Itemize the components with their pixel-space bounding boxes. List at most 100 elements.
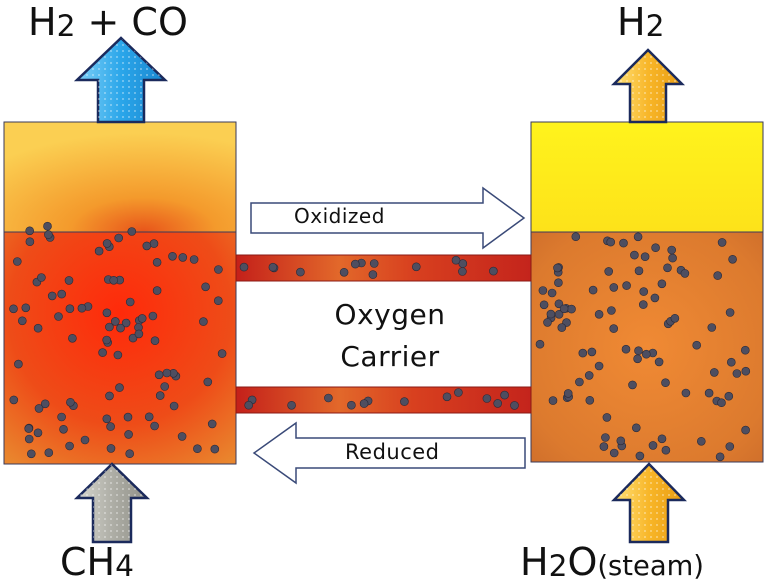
carrier-particle <box>296 267 305 277</box>
carrier-particle <box>25 237 35 246</box>
carrier-particle <box>114 233 123 243</box>
carrier-particle <box>633 232 643 242</box>
carrier-particle <box>203 377 213 387</box>
oxidized-arrow-icon <box>250 186 526 250</box>
carrier-particle <box>26 449 36 459</box>
carrier-particle <box>715 452 725 462</box>
carrier-particle <box>740 345 750 355</box>
carrier-particle <box>668 253 677 263</box>
left-reactor-gas-zone <box>3 121 237 233</box>
carrier-particle <box>543 318 552 327</box>
carrier-particle <box>152 286 162 295</box>
carrier-particle <box>33 428 43 438</box>
carrier-particle <box>44 448 54 458</box>
left-reactor <box>3 121 237 465</box>
carrier-particle <box>640 252 650 262</box>
carrier-particle <box>641 349 651 359</box>
carrier-particle <box>210 444 220 454</box>
carrier-particle <box>616 436 626 446</box>
carrier-particle <box>717 398 726 408</box>
carrier-particle <box>663 263 672 273</box>
carrier-particle <box>134 329 144 339</box>
right-reactor-gas-zone <box>530 121 764 233</box>
carrier-particle <box>692 340 702 350</box>
upper-transfer-tube <box>235 254 532 282</box>
carrier-particle <box>619 238 628 248</box>
carrier-particle <box>368 270 378 279</box>
carrier-particle <box>359 399 369 408</box>
bottom-left-feed-label: CH4 <box>60 540 134 584</box>
carrier-particle <box>622 281 631 290</box>
carrier-particle <box>339 267 349 277</box>
carrier-particle <box>567 304 576 314</box>
carrier-particle <box>21 303 31 313</box>
carrier-particle <box>451 255 461 265</box>
carrier-particle <box>214 265 223 274</box>
carrier-particle <box>24 424 34 433</box>
carrier-particle <box>657 434 667 444</box>
carrier-particle <box>726 357 736 367</box>
carrier-particle <box>14 359 23 369</box>
carrier-particle <box>123 412 133 422</box>
carrier-particle <box>105 391 114 401</box>
carrier-particle <box>244 400 253 410</box>
carrier-particle <box>635 451 645 461</box>
carrier-particle <box>125 297 135 307</box>
carrier-particle <box>177 432 187 441</box>
carrier-particle <box>152 257 162 267</box>
carrier-particle <box>680 269 690 278</box>
carrier-particle <box>607 306 616 315</box>
carrier-particle <box>634 266 644 276</box>
carrier-particle <box>661 378 670 388</box>
carrier-particle <box>606 237 616 247</box>
carrier-particle <box>34 404 44 413</box>
carrier-particle <box>47 291 57 301</box>
carrier-particle <box>128 333 138 343</box>
carrier-particle <box>124 430 133 439</box>
carrier-particle <box>661 445 671 455</box>
carrier-particle <box>160 382 169 391</box>
carrier-particle <box>588 285 598 295</box>
right-reactor <box>530 121 764 463</box>
carrier-particle <box>667 245 677 255</box>
carrier-particle <box>40 399 50 409</box>
carrier-particle <box>65 441 74 451</box>
carrier-particle <box>725 308 735 317</box>
carrier-particle <box>369 259 379 268</box>
carrier-particle <box>24 434 34 444</box>
carrier-particle <box>594 361 604 371</box>
carrier-particle <box>557 323 567 332</box>
carrier-particle <box>12 257 22 266</box>
carrier-particle <box>33 323 43 333</box>
carrier-particle <box>571 232 581 241</box>
carrier-particle <box>696 436 706 446</box>
carrier-particle <box>639 287 649 296</box>
carrier-particle <box>54 312 63 321</box>
carrier-particle <box>728 254 737 264</box>
carrier-particle <box>193 444 202 454</box>
carrier-particle <box>162 368 172 378</box>
carrier-particle <box>59 424 68 434</box>
carrier-particle <box>681 388 691 398</box>
carrier-particle <box>44 230 53 239</box>
carrier-particle <box>548 396 558 405</box>
carrier-particle <box>57 289 67 299</box>
carrier-particle <box>137 314 147 323</box>
carrier-particle <box>98 348 107 357</box>
carrier-particle <box>115 383 124 392</box>
carrier-particle <box>654 357 664 367</box>
carrier-particle <box>201 282 210 292</box>
top-right-product-label: H2 <box>617 0 665 44</box>
carrier-particle <box>559 304 569 314</box>
carrier-particle <box>602 413 612 422</box>
carrier-particle <box>454 388 463 397</box>
carrier-particle <box>105 322 114 332</box>
right-reactor-bed <box>530 231 764 463</box>
carrier-particle <box>539 300 549 310</box>
carrier-particle <box>116 323 125 333</box>
carrier-particle <box>500 390 509 400</box>
carrier-particle <box>149 239 159 248</box>
carrier-particle <box>604 267 614 276</box>
carrier-particle <box>648 441 658 450</box>
carrier-particle <box>725 442 735 451</box>
